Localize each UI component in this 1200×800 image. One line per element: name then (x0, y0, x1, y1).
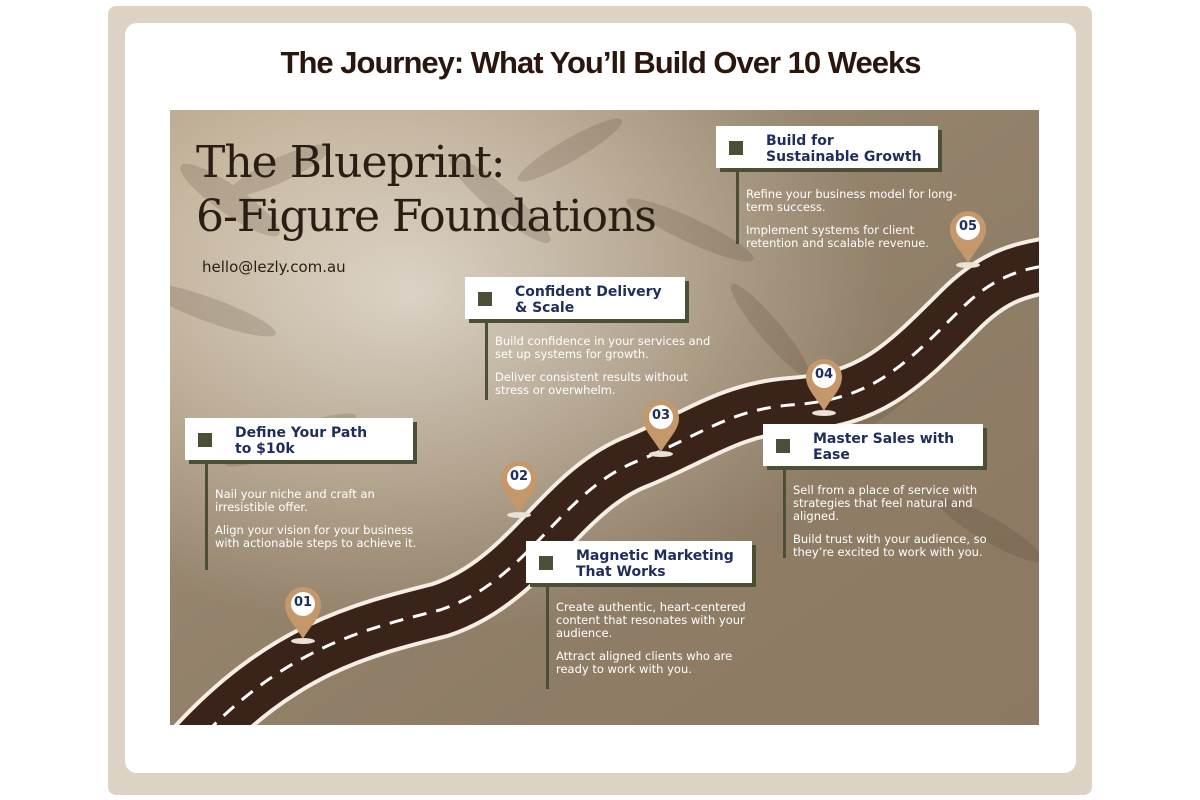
location-pin-icon (950, 211, 986, 268)
step-bullet: Deliver consistent results without stres… (495, 370, 688, 397)
step-pin-04: 04 (804, 357, 844, 416)
roadmap-graphic: The Blueprint: 6-Figure Foundations hell… (170, 110, 1039, 725)
step-04: Master Sales with Ease Sell from a place… (763, 424, 987, 564)
step-01: Define Your Path to $10k Nail your niche… (185, 418, 416, 578)
step-05: Build for Sustainable Growth Refine your… (716, 126, 957, 256)
step-description: Create authentic, heart-centered content… (556, 601, 756, 686)
roadmap-background (170, 110, 1039, 725)
step-03: Confident Delivery & Scale Build confide… (465, 277, 710, 402)
step-marker (729, 141, 743, 155)
pin-number: 03 (651, 408, 671, 423)
location-pin-icon (501, 461, 537, 518)
step-pin-01: 01 (283, 585, 323, 644)
step-title: Build for Sustainable Growth (766, 133, 922, 165)
step-title-box: Confident Delivery & Scale (465, 277, 685, 319)
blueprint-title-line2: 6-Figure Foundations (196, 191, 657, 242)
step-bullet: Attract aligned clients who are ready to… (556, 649, 733, 676)
step-title-box: Build for Sustainable Growth (716, 126, 938, 168)
step-description: Refine your business model for long-term… (746, 188, 961, 260)
blueprint-title: The Blueprint: 6-Figure Foundations (196, 136, 657, 244)
step-title-box: Define Your Path to $10k (185, 418, 413, 460)
pin-number: 02 (509, 469, 529, 484)
page-heading: The Journey: What You’ll Build Over 10 W… (280, 45, 922, 80)
pin-number: 04 (814, 367, 834, 382)
step-title-box: Magnetic Marketing That Works (526, 541, 752, 583)
step-connector-line (485, 277, 488, 400)
step-marker (539, 556, 553, 570)
blueprint-title-line1: The Blueprint: (196, 137, 506, 188)
step-bullet: Implement systems for client retention a… (746, 223, 929, 250)
location-pin-icon (643, 400, 679, 457)
step-description: Build confidence in your services and se… (495, 335, 715, 407)
road-center-line (211, 265, 1039, 725)
step-description: Nail your niche and craft an irresistibl… (215, 488, 425, 560)
pin-number: 05 (958, 219, 978, 234)
step-bullet: Refine your business model for long-term… (746, 187, 958, 214)
step-connector-line (783, 424, 786, 558)
step-bullet: Sell from a place of service with strate… (793, 483, 978, 523)
step-connector-line (736, 126, 739, 244)
step-title: Master Sales with Ease (813, 431, 955, 463)
step-connector-line (546, 541, 549, 689)
step-marker (478, 292, 492, 306)
step-bullet: Align your vision for your business with… (215, 523, 417, 550)
step-marker (198, 433, 212, 447)
step-marker (776, 439, 790, 453)
location-pin-icon (285, 587, 321, 644)
step-connector-line (205, 418, 208, 570)
step-bullet: Build trust with your audience, so they’… (793, 532, 987, 559)
step-bullet: Create authentic, heart-centered content… (556, 600, 746, 640)
location-pin-icon (806, 359, 842, 416)
pin-number: 01 (293, 595, 313, 610)
step-description: Sell from a place of service with strate… (793, 484, 1013, 569)
step-02: Magnetic Marketing That Works Create aut… (526, 541, 754, 691)
step-pin-05: 05 (948, 209, 988, 268)
step-title-box: Master Sales with Ease (763, 424, 983, 466)
contact-email: hello@lezly.com.au (202, 258, 346, 276)
step-title: Define Your Path to $10k (235, 425, 368, 457)
step-title: Magnetic Marketing That Works (576, 548, 734, 580)
step-title: Confident Delivery & Scale (515, 284, 662, 316)
step-pin-03: 03 (641, 398, 681, 457)
step-bullet: Build confidence in your services and se… (495, 334, 711, 361)
step-pin-02: 02 (499, 459, 539, 518)
step-bullet: Nail your niche and craft an irresistibl… (215, 487, 375, 514)
